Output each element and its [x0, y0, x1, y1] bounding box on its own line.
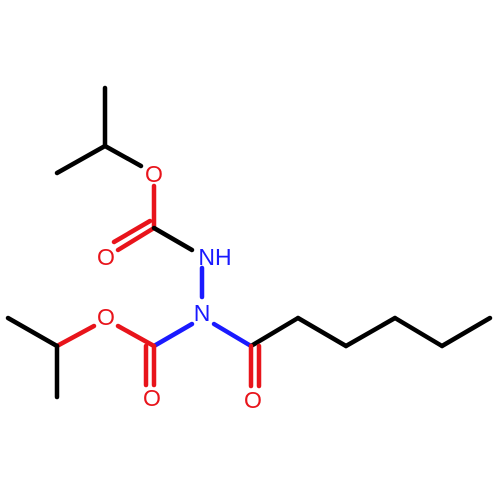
hexanoyl-chain [211, 315, 493, 389]
atom-label-o-carbonyl-top: O [97, 244, 115, 270]
atom-label-o-ester-top: O [145, 161, 163, 187]
bond [151, 321, 195, 349]
bond [54, 323, 97, 349]
bond [111, 218, 153, 245]
carbamate-top [111, 183, 205, 300]
bond [392, 315, 445, 349]
bond [295, 315, 349, 349]
bond [115, 225, 157, 253]
atom-label-n: N [194, 300, 211, 326]
bond [102, 143, 144, 169]
bond [211, 321, 254, 349]
atom-label-nh: NH [198, 244, 231, 270]
bond [151, 225, 195, 253]
atom-label-o-acyl: O [244, 387, 262, 413]
isopropyl-top [54, 85, 144, 176]
isopropyl-bottom [5, 315, 97, 400]
carbamate-bottom [115, 321, 195, 388]
atom-label-o-ester-bottom: O [97, 304, 115, 330]
atom-label-o-carbonyl-bottom: O [143, 385, 161, 411]
bond [343, 315, 398, 349]
bond [115, 323, 157, 349]
bond [54, 143, 108, 176]
bond [5, 315, 60, 349]
bond [248, 315, 301, 349]
bond [439, 315, 493, 349]
